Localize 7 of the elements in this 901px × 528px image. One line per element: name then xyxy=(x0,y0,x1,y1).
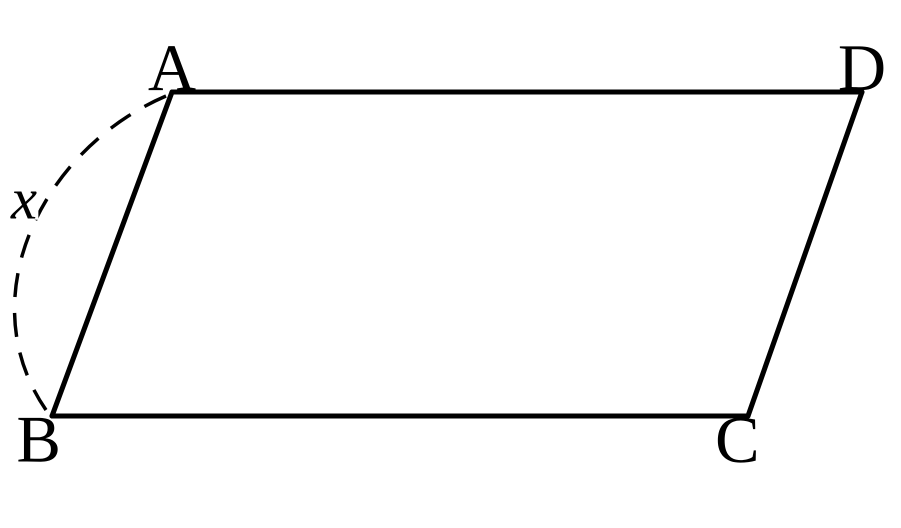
vertex-label: B xyxy=(18,418,58,462)
parallelogram-side xyxy=(49,89,175,419)
vertex-label: C xyxy=(718,418,756,463)
length-label: x xyxy=(10,190,38,220)
vertex-label: D xyxy=(840,46,884,90)
vertex-label: A xyxy=(148,46,196,90)
parallelogram-side xyxy=(745,89,865,419)
